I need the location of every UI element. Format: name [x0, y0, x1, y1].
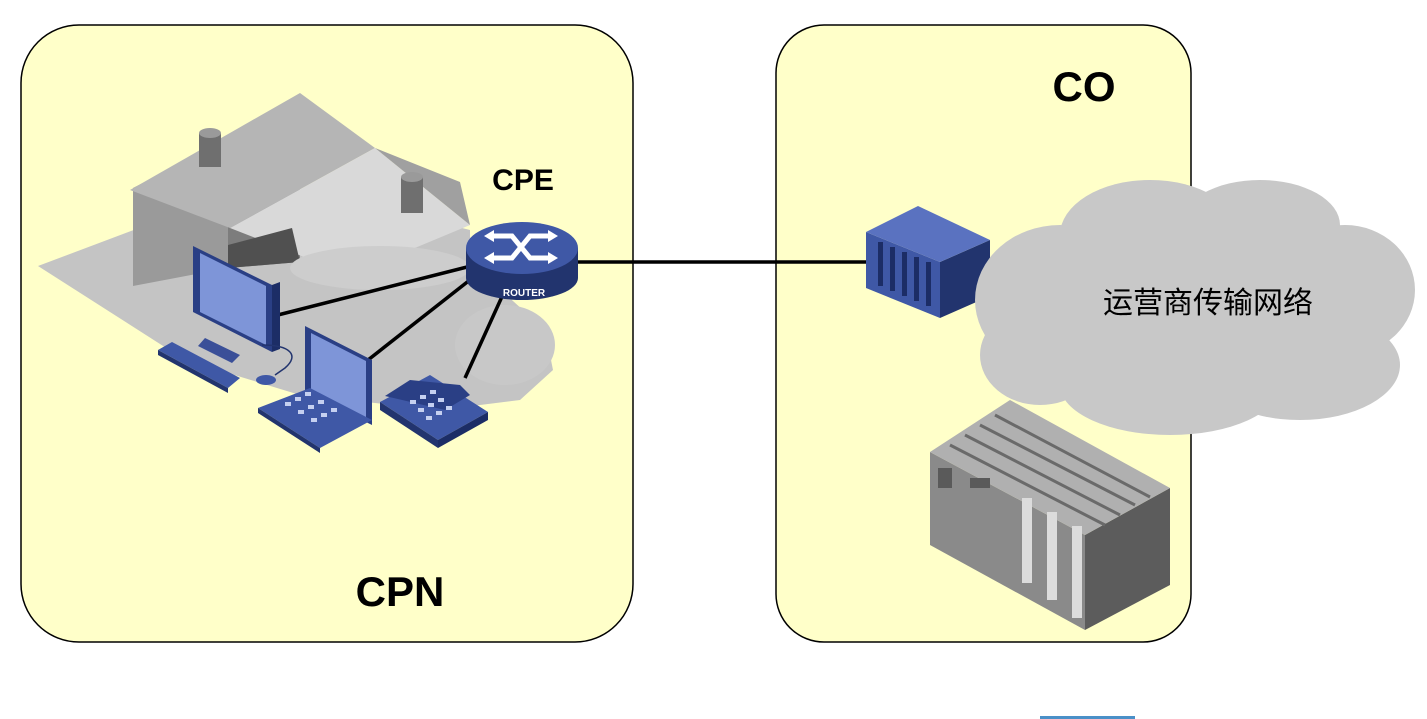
link-router-desktop — [265, 263, 476, 320]
link-router-laptop — [366, 270, 482, 362]
laptop-icon — [258, 326, 372, 453]
cloud-label: 运营商传输网络 — [1103, 286, 1313, 321]
access-switch-icon[interactable] — [866, 206, 990, 318]
server-rack-icon[interactable] — [930, 400, 1170, 630]
house-icon — [38, 93, 555, 410]
cpn-label: CPN — [356, 568, 445, 615]
cpe-label: CPE — [492, 164, 554, 197]
cloud-icon: 运营商传输网络 — [975, 180, 1415, 435]
telephone-icon — [380, 375, 488, 448]
desktop-computer-icon — [158, 246, 293, 393]
co-label: CO — [1053, 63, 1116, 110]
link-router-phone — [463, 289, 507, 379]
footer-accent-bar — [1040, 716, 1135, 719]
router-icon-text: ROUTER — [503, 288, 546, 299]
router-icon[interactable]: ROUTER — [466, 222, 578, 300]
links — [265, 260, 866, 379]
